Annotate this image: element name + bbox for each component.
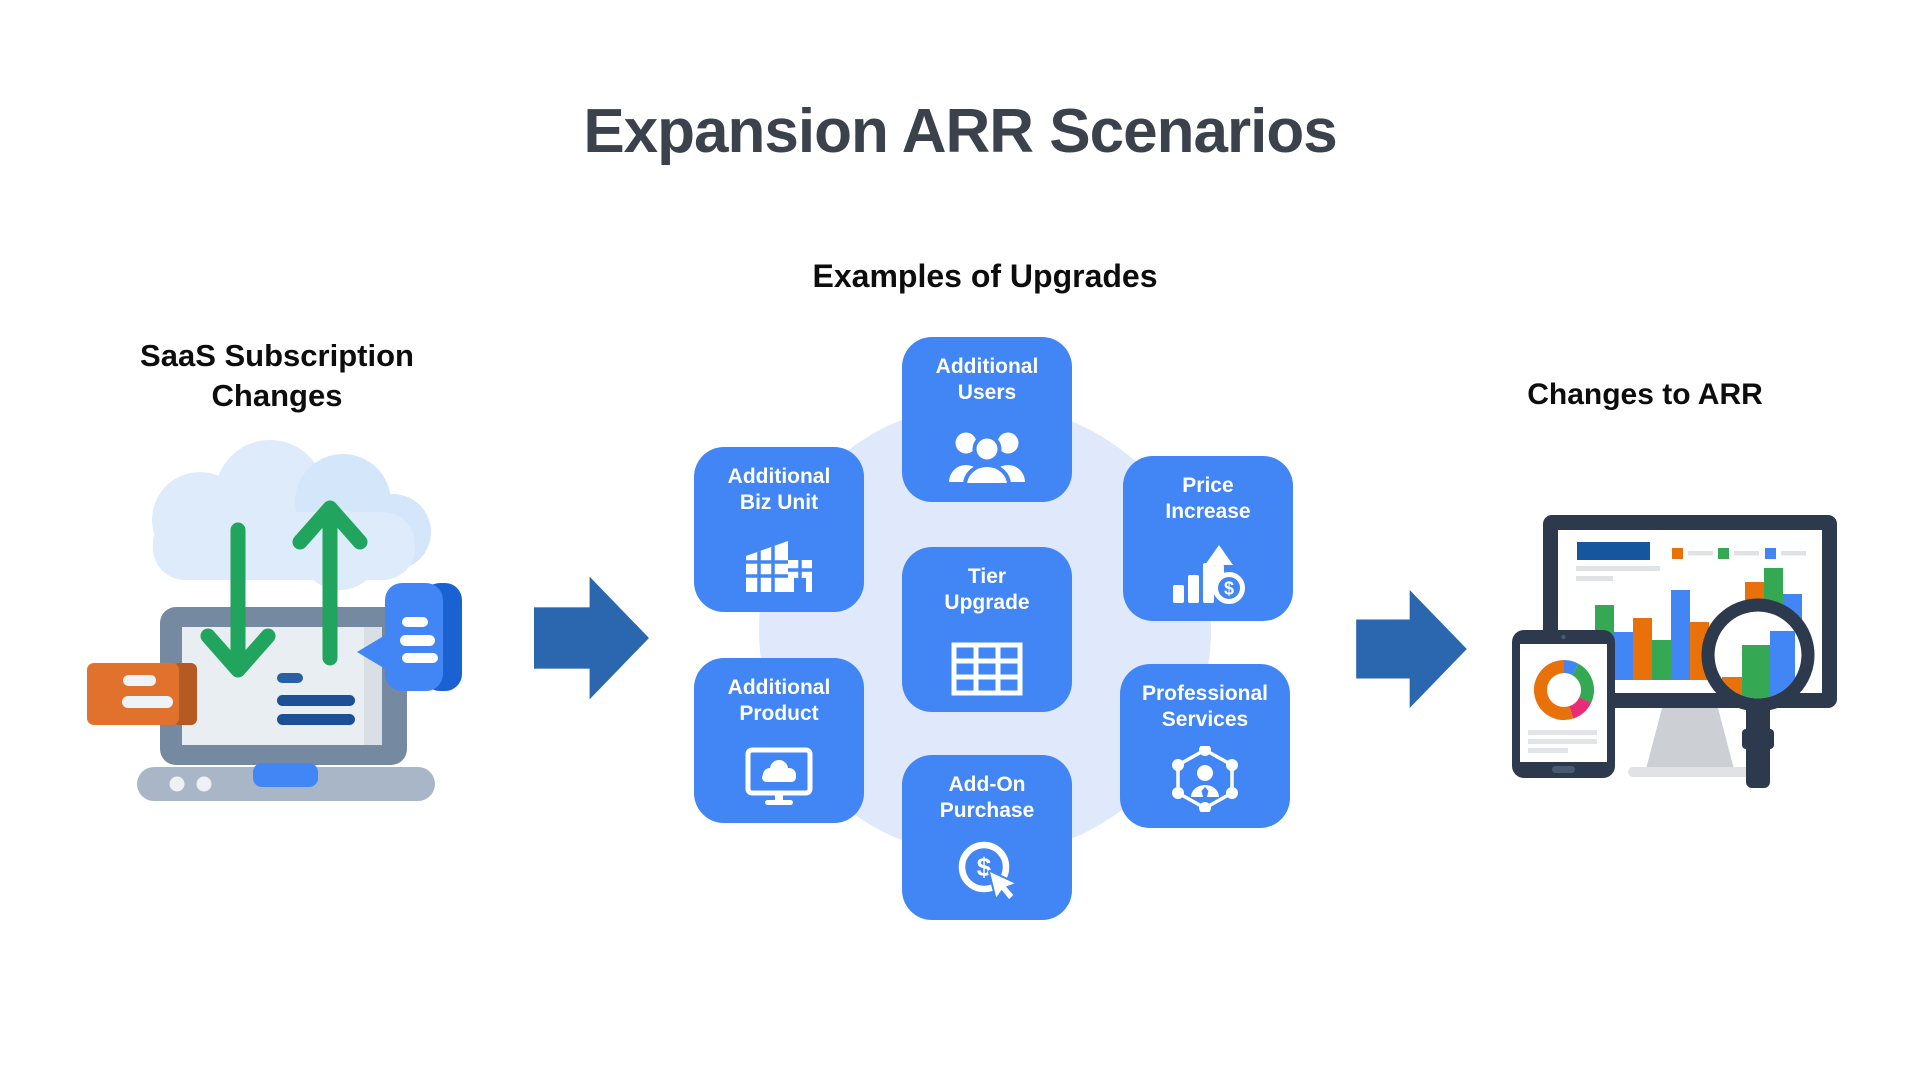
upgrade-box-add-on-purchase: Add-On Purchase $	[902, 755, 1072, 920]
cloud-icon	[152, 440, 431, 590]
sync-arrows-icon	[200, 500, 368, 678]
page-title: Expansion ARR Scenarios	[583, 97, 1337, 166]
flow-arrow-left	[534, 576, 649, 700]
speech-bubble-icon	[357, 583, 462, 691]
right-section-heading: Changes to ARR	[1527, 378, 1763, 411]
upgrade-box-additional-users: Additional Users	[902, 337, 1072, 502]
upgrade-box-professional-services: Professional Services	[1120, 664, 1290, 828]
upgrade-box-additional-biz-unit: Additional Biz Unit	[694, 447, 864, 612]
upgrade-box-additional-product: Additional Product	[694, 658, 864, 823]
network-person-icon	[1169, 746, 1241, 812]
donut-chart-icon	[1534, 660, 1594, 720]
upgrade-box-price-increase: Price Increase $	[1123, 456, 1293, 621]
dollar-click-icon: $	[954, 838, 1020, 904]
orange-tag-icon	[87, 663, 197, 725]
upgrade-box-label: Professional Services	[1141, 682, 1269, 732]
flow-arrow-right	[1356, 590, 1467, 708]
upgrade-box-label: Add-On Purchase	[939, 773, 1035, 823]
upgrade-box-label: Tier Upgrade	[944, 565, 1030, 615]
upgrade-box-label: Additional Users	[935, 355, 1039, 405]
middle-section-heading: Examples of Upgrades	[812, 258, 1158, 294]
monitor-cloud-icon	[745, 747, 813, 807]
tablet-icon	[1512, 630, 1615, 778]
tier-table-icon	[951, 642, 1023, 696]
laptop-cloud-sync-illustration	[87, 440, 462, 801]
magnifier-icon	[1701, 598, 1815, 788]
upgrade-box-tier-upgrade: Tier Upgrade	[902, 547, 1072, 712]
svg-text:$: $	[977, 852, 992, 882]
left-section-heading: SaaS Subscription Changes	[140, 338, 414, 413]
upgrade-box-label: Additional Product	[727, 676, 831, 726]
upgrade-box-label: Price Increase	[1165, 474, 1251, 524]
building-icon	[742, 538, 816, 596]
laptop-icon	[137, 607, 435, 801]
users-icon	[945, 422, 1029, 486]
price-increase-icon: $	[1171, 543, 1245, 605]
svg-text:$: $	[1224, 579, 1234, 599]
analytics-dashboard-illustration	[1512, 515, 1837, 788]
upgrade-box-label: Additional Biz Unit	[727, 465, 831, 515]
